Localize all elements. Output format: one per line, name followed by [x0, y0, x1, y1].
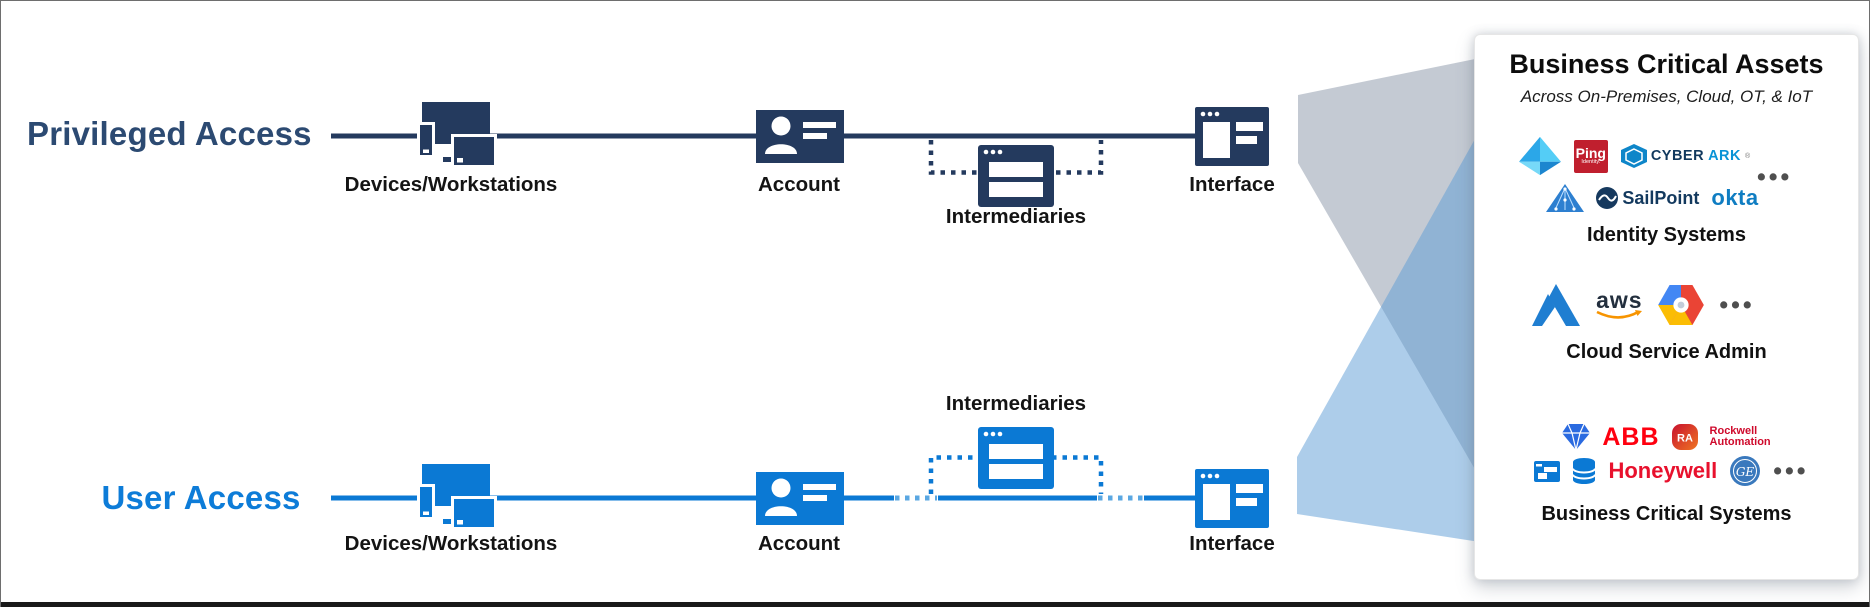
- sailpoint-logo-icon: [1596, 187, 1619, 209]
- privileged-access-title: Privileged Access: [27, 115, 312, 152]
- aws-logo: aws: [1595, 289, 1643, 321]
- privileged-intermediaries-label: Intermediaries: [945, 205, 1087, 228]
- business-more-ellipsis: •••: [1773, 456, 1809, 485]
- bottom-border-rule: [1, 602, 1869, 607]
- abb-logo: ABB: [1602, 422, 1660, 451]
- svg-text:RA: RA: [1677, 433, 1693, 445]
- business-logos-row2: Honeywell GE •••: [1480, 456, 1863, 486]
- honeywell-logo: Honeywell: [1608, 458, 1718, 483]
- rockwell-automation-logo: Rockwell Automation: [1709, 425, 1771, 448]
- gem-logo-icon: [1562, 424, 1591, 450]
- app-window-logo-icon: [1534, 460, 1561, 482]
- user-interface-icon: [1195, 469, 1269, 533]
- user-devices-workstations-icon: [417, 464, 497, 537]
- privileged-account-icon: [756, 110, 844, 168]
- sailpoint-logo: SailPoint: [1596, 187, 1699, 209]
- user-account-label: Account: [758, 532, 840, 555]
- privileged-intermediaries-icon: [978, 145, 1054, 212]
- cyberark-logo-icon: [1620, 144, 1647, 168]
- identity-logos-row2: SailPoint okta: [1461, 183, 1844, 213]
- user-intermediaries-label: Intermediaries: [945, 392, 1087, 415]
- user-account-icon: [756, 472, 844, 530]
- cloud-more-ellipsis: •••: [1719, 290, 1755, 319]
- user-access-title: User Access: [101, 479, 301, 516]
- privileged-interface-label: Interface: [1189, 173, 1275, 196]
- panel-subtitle: Across On-Premises, Cloud, OT, & IoT: [1520, 87, 1813, 106]
- identity-systems-caption: Identity Systems: [1587, 224, 1746, 246]
- user-intermediaries-bypass-dotted: [928, 455, 1104, 494]
- okta-logo: okta: [1711, 185, 1759, 210]
- funnel-wedge-blue: [1297, 130, 1480, 542]
- user-devices-label: Devices/Workstations: [344, 532, 558, 555]
- user-interface-label: Interface: [1189, 532, 1275, 555]
- google-cloud-logo-icon: [1658, 285, 1705, 325]
- cloud-service-admin-caption: Cloud Service Admin: [1566, 341, 1767, 363]
- svg-text:GE: GE: [1736, 465, 1755, 479]
- rockwell-ra-badge-icon: RA: [1671, 424, 1698, 450]
- panel-title: Business Critical Assets: [1509, 49, 1824, 79]
- business-critical-systems-caption: Business Critical Systems: [1541, 503, 1792, 525]
- privileged-devices-label: Devices/Workstations: [344, 173, 558, 196]
- privileged-account-label: Account: [758, 173, 840, 196]
- cloud-logos-row: aws •••: [1452, 278, 1835, 332]
- business-logos-row1: ABB RA Rockwell Automation: [1475, 423, 1858, 451]
- user-intermediaries-icon: [978, 427, 1054, 494]
- privileged-interface-icon: [1195, 107, 1269, 171]
- network-pyramid-logo-icon: [1546, 184, 1585, 212]
- database-logo-icon: [1573, 458, 1596, 484]
- identity-more-ellipsis: •••: [1757, 163, 1793, 191]
- ge-logo-icon: GE: [1730, 456, 1761, 486]
- azure-logo-icon: [1532, 284, 1581, 326]
- business-critical-assets-panel: Business Critical Assets Across On-Premi…: [1474, 34, 1859, 580]
- privileged-devices-workstations-icon: [417, 102, 497, 175]
- aws-smile-icon: [1596, 310, 1643, 319]
- azure-ad-logo-icon: [1518, 136, 1561, 176]
- ping-identity-logo: Ping Identity.: [1573, 139, 1608, 173]
